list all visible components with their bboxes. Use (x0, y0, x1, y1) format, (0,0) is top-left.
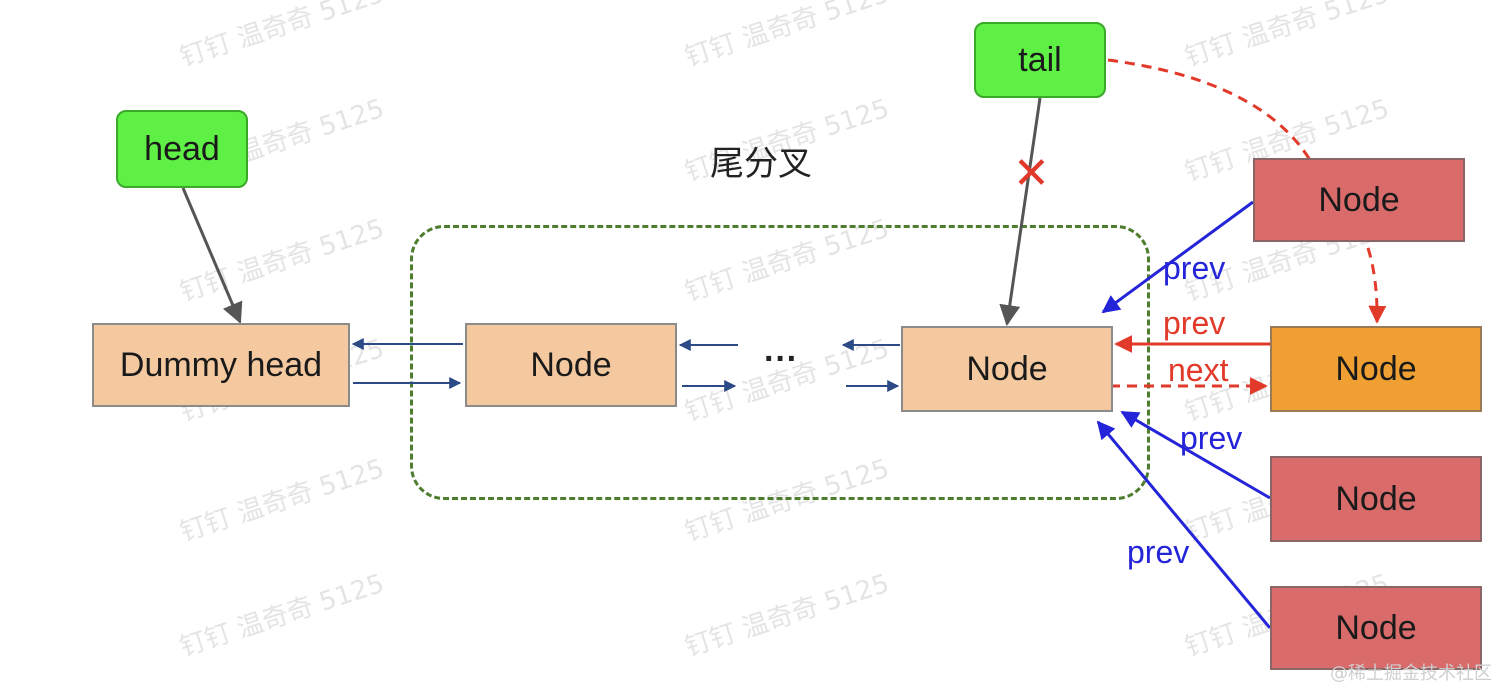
prev-label-mid: prev (1180, 420, 1243, 456)
removed-link-mark: ✕ (1013, 149, 1050, 198)
forked-node-bottom: Node (1270, 586, 1482, 670)
tail-fork-group (410, 225, 1150, 500)
redtop-prev-arrow (1101, 200, 1254, 314)
diagram-title: 尾分叉 (710, 144, 812, 184)
new-tail-node: Node (1270, 326, 1482, 412)
prev-label-bottom: prev (1127, 534, 1190, 570)
forked-node-top: Node (1253, 158, 1465, 242)
redmid-prev-arrow (1120, 410, 1271, 500)
ellipsis: ··· (764, 340, 798, 378)
tail-list-node: Node (901, 326, 1113, 412)
list-node: Node (465, 323, 677, 407)
head-to-dummy-arrow (181, 187, 243, 324)
prev-label-top: prev (1163, 250, 1226, 286)
forked-node-mid: Node (1270, 456, 1482, 542)
footer-watermark: @稀土掘金技术社区 (1330, 663, 1492, 684)
next-label-red: next (1168, 352, 1229, 388)
tail-pointer: tail (974, 22, 1106, 98)
redbottom-prev-arrow (1096, 420, 1272, 629)
dummy-head-node: Dummy head (92, 323, 350, 407)
prev-label-red: prev (1163, 305, 1226, 341)
tail-to-node-arrow (999, 97, 1042, 327)
head-pointer: head (116, 110, 248, 188)
